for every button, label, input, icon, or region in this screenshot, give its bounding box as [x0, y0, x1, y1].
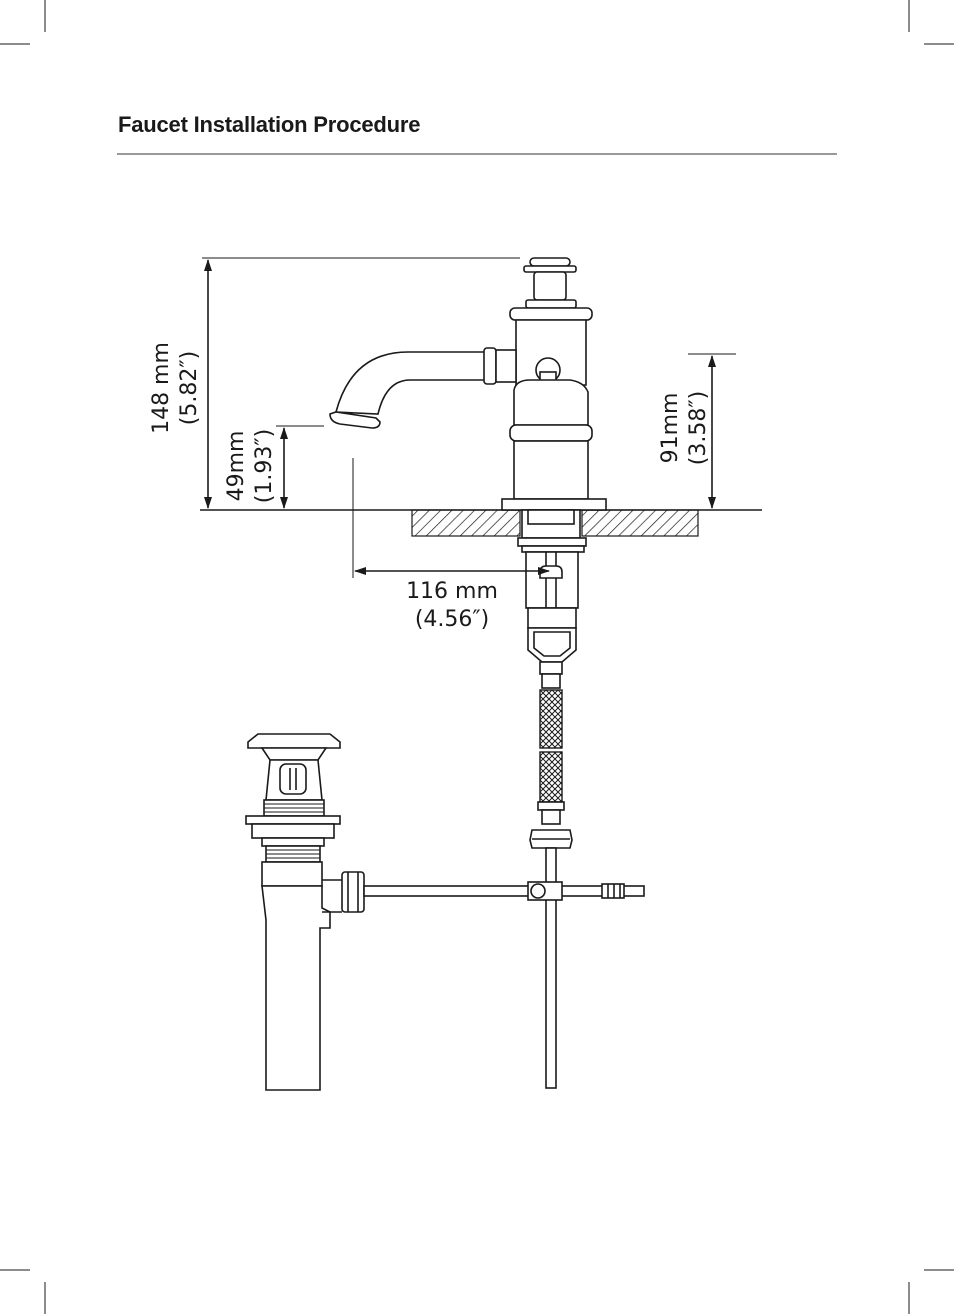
dim-spout-reach-imperial: (4.56″): [415, 607, 489, 632]
faucet-spout: [329, 347, 517, 429]
dim-spout-height-metric: 49mm: [224, 431, 249, 502]
faucet-body: [501, 257, 607, 511]
dim-spout-reach-metric: 116 mm: [406, 579, 498, 604]
countertop: [200, 509, 762, 537]
supply-hose: [529, 689, 573, 1089]
dim-handle-height-imperial: (3.58″): [686, 391, 711, 465]
title-divider: [117, 153, 837, 155]
dimension-lines: [202, 257, 736, 578]
popup-drain: [245, 733, 645, 1091]
dim-total-height-imperial: (5.82″): [177, 351, 202, 425]
dim-handle-height-metric: 91mm: [658, 393, 683, 464]
dim-spout-height-imperial: (1.93″): [252, 429, 277, 503]
faucet-shank: [517, 509, 587, 689]
dim-label-handle-height: 91mm (3.58″): [658, 391, 711, 465]
dim-label-spout-height: 49mm (1.93″): [224, 429, 277, 503]
dim-label-total-height: 148 mm (5.82″): [149, 342, 202, 434]
dim-label-spout-reach: 116 mm (4.56″): [406, 579, 498, 632]
dim-total-height-metric: 148 mm: [149, 342, 174, 434]
page-title: Faucet Installation Procedure: [118, 112, 421, 137]
